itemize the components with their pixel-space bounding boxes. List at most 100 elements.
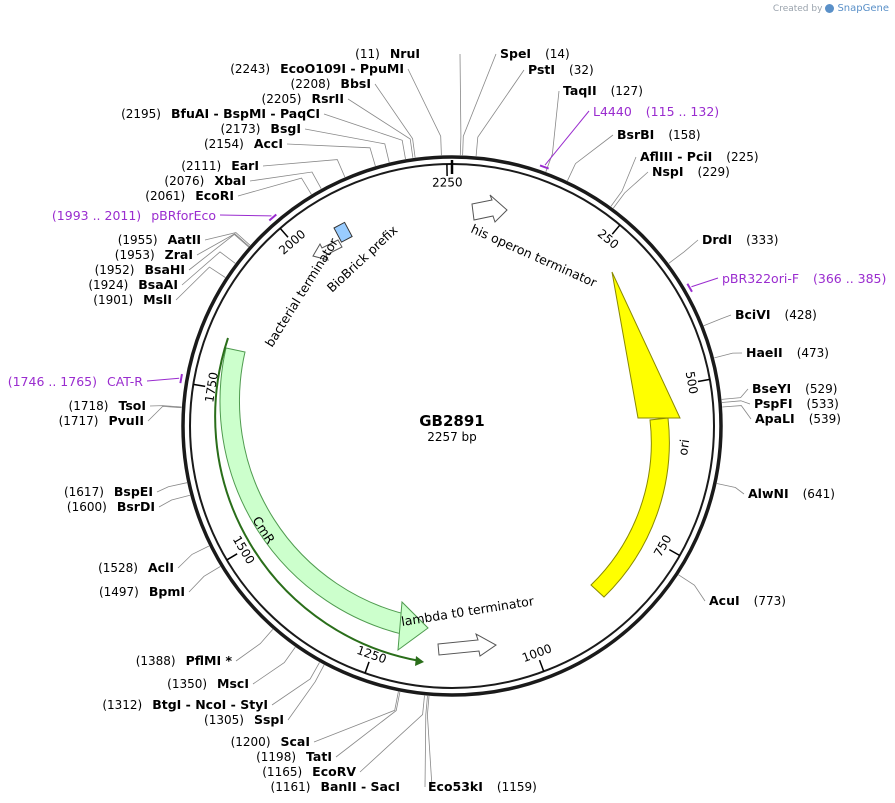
enzyme-position: (1901) bbox=[93, 293, 133, 307]
enzyme-site-label[interactable]: AlwNI(641) bbox=[748, 486, 835, 501]
enzyme-position: (2076) bbox=[164, 174, 204, 188]
primer-bind-mark bbox=[539, 164, 549, 170]
enzyme-name: NruI bbox=[390, 46, 420, 61]
enzyme-name: BseYI bbox=[752, 381, 791, 396]
primer-label[interactable]: CAT-R(1746 .. 1765) bbox=[8, 374, 144, 389]
enzyme-position: (11) bbox=[355, 47, 380, 61]
his-operon-terminator-arrow[interactable] bbox=[471, 194, 508, 223]
ori-feature-arrow[interactable] bbox=[590, 417, 670, 598]
enzyme-site-label[interactable]: TaqII(127) bbox=[563, 83, 643, 98]
credit-brand: SnapGene bbox=[837, 3, 889, 14]
enzyme-site-label[interactable]: AatII(1955) bbox=[118, 232, 201, 247]
enzyme-site-label[interactable]: BsaAI(1924) bbox=[88, 277, 178, 292]
enzyme-site-label[interactable]: MscI (1350) bbox=[167, 676, 249, 691]
enzyme-site-label[interactable]: TatI(1198) bbox=[256, 749, 332, 764]
enzyme-site-label[interactable]: BciVI(428) bbox=[735, 307, 817, 322]
primer-leader-line bbox=[691, 277, 719, 288]
enzyme-site-label[interactable]: BfuAI - BspMI - PaqCI(2195) bbox=[121, 106, 320, 121]
enzyme-name: BpmI bbox=[149, 584, 185, 599]
enzyme-name: SspI bbox=[254, 712, 284, 727]
enzyme-leader-line bbox=[567, 134, 614, 181]
enzyme-site-label[interactable]: ScaI(1200) bbox=[231, 734, 310, 749]
enzyme-site-label[interactable]: SpeI (14) bbox=[500, 46, 570, 61]
enzyme-leader-line bbox=[407, 68, 442, 156]
enzyme-site-label[interactable]: ZraI(1953) bbox=[115, 247, 193, 262]
enzyme-leader-line bbox=[204, 232, 251, 246]
lambda-t0-terminator-arrow[interactable] bbox=[437, 632, 497, 657]
primer-range: (1746 .. 1765) bbox=[8, 374, 97, 389]
enzyme-site-label[interactable]: XbaI(2076) bbox=[164, 173, 246, 188]
tick-label: 500 bbox=[683, 370, 701, 395]
enzyme-site-label[interactable]: BanII - SacI(1161) bbox=[271, 779, 400, 794]
tick-label: 250 bbox=[595, 226, 622, 251]
enzyme-site-label[interactable]: BsgI(2173) bbox=[221, 121, 301, 136]
enzyme-site-label[interactable]: BspEI(1617) bbox=[64, 484, 153, 499]
enzyme-site-label[interactable]: BtgI - NcoI - StyI(1312) bbox=[102, 697, 268, 712]
enzyme-position: (2061) bbox=[145, 189, 185, 203]
enzyme-site-label[interactable]: BsaHI(1952) bbox=[95, 262, 185, 277]
enzyme-site-label[interactable]: DrdI(333) bbox=[702, 232, 778, 247]
enzyme-site-label[interactable]: ApaLI(539) bbox=[755, 411, 841, 426]
bacterial-terminator-arrow[interactable] bbox=[312, 239, 343, 261]
enzyme-site-label[interactable]: AflIII - PciI(225) bbox=[640, 149, 759, 164]
enzyme-site-label[interactable]: NruI (11) bbox=[355, 46, 420, 61]
enzyme-site-label[interactable]: BsrBI(158) bbox=[617, 127, 701, 142]
enzyme-site-label[interactable]: SspI(1305) bbox=[204, 712, 284, 727]
enzyme-position: (2154) bbox=[204, 137, 244, 151]
tick-mark bbox=[193, 383, 206, 388]
enzyme-position: (1497) bbox=[99, 585, 139, 599]
enzyme-position: (333) bbox=[746, 233, 778, 247]
primer-label[interactable]: L4440(115 .. 132) bbox=[593, 104, 719, 119]
enzyme-name: EcoRV bbox=[312, 764, 356, 779]
enzyme-site-label[interactable]: PflMI *(1388) bbox=[136, 653, 233, 668]
enzyme-site-label[interactable]: NspI(229) bbox=[652, 164, 730, 179]
enzyme-name: BsaHI bbox=[144, 262, 185, 277]
enzyme-position: (533) bbox=[807, 397, 839, 411]
enzyme-leader-line bbox=[668, 239, 699, 264]
enzyme-leader-line bbox=[196, 233, 250, 256]
enzyme-name: BsrDI bbox=[117, 499, 155, 514]
enzyme-site-label[interactable]: EcoRI(2061) bbox=[145, 188, 234, 203]
tick-mark bbox=[611, 224, 621, 235]
enzyme-leader-line bbox=[286, 143, 376, 167]
enzyme-leader-line bbox=[347, 98, 414, 158]
enzyme-site-label[interactable]: Eco53kI(1159) bbox=[428, 779, 537, 794]
enzyme-position: (1200) bbox=[231, 735, 271, 749]
primer-label[interactable]: pBR322ori-F(366 .. 385) bbox=[722, 271, 886, 286]
enzyme-position: (14) bbox=[545, 47, 570, 61]
enzyme-name: TatI bbox=[306, 749, 332, 764]
enzyme-site-label[interactable]: BseYI(529) bbox=[752, 381, 837, 396]
enzyme-position: (1717) bbox=[59, 414, 99, 428]
enzyme-site-label[interactable]: MslI(1901) bbox=[93, 292, 172, 307]
enzyme-site-label[interactable]: TsoI(1718) bbox=[69, 398, 146, 413]
enzyme-site-label[interactable]: AclI(1528) bbox=[98, 560, 174, 575]
enzyme-name: AflIII - PciI bbox=[640, 149, 712, 164]
biobrick-prefix-box[interactable] bbox=[333, 221, 353, 243]
enzyme-site-label[interactable]: HaeII(473) bbox=[746, 345, 829, 360]
enzyme-name: MscI bbox=[217, 676, 249, 691]
enzyme-site-label[interactable]: BsrDI(1600) bbox=[67, 499, 155, 514]
enzyme-site-label[interactable]: EcoO109I - PpuMI(2243) bbox=[230, 61, 404, 76]
enzyme-site-label[interactable]: PspFI(533) bbox=[754, 396, 839, 411]
enzyme-site-label[interactable]: BbsI(2208) bbox=[291, 76, 371, 91]
primer-label[interactable]: pBRforEco(1993 .. 2011) bbox=[52, 208, 216, 223]
enzyme-position: (1312) bbox=[102, 698, 142, 712]
enzyme-site-label[interactable]: RsrII(2205) bbox=[262, 91, 344, 106]
credit-prefix: Created by bbox=[772, 3, 823, 14]
enzyme-site-label[interactable]: PstI(32) bbox=[528, 62, 594, 77]
enzyme-name: SpeI bbox=[500, 46, 531, 61]
enzyme-position: (1350) bbox=[167, 677, 207, 691]
enzyme-site-label[interactable]: PvuII (1717) bbox=[59, 413, 144, 428]
enzyme-site-label[interactable]: BpmI (1497) bbox=[99, 584, 185, 599]
ori-arrowhead bbox=[611, 271, 681, 419]
enzyme-position: (428) bbox=[785, 308, 817, 322]
enzyme-site-label[interactable]: EcoRV(1165) bbox=[262, 764, 356, 779]
enzyme-position: (1159) bbox=[497, 780, 537, 794]
enzyme-site-label[interactable]: EarI(2111) bbox=[181, 158, 259, 173]
enzyme-leader-line bbox=[249, 171, 322, 189]
enzyme-site-label[interactable]: AcuI(773) bbox=[709, 593, 786, 608]
tick-label: 2000 bbox=[276, 227, 308, 258]
enzyme-site-label[interactable]: AccI(2154) bbox=[204, 136, 283, 151]
enzyme-name: PvuII bbox=[108, 413, 144, 428]
cmr-cds-line bbox=[214, 337, 421, 662]
